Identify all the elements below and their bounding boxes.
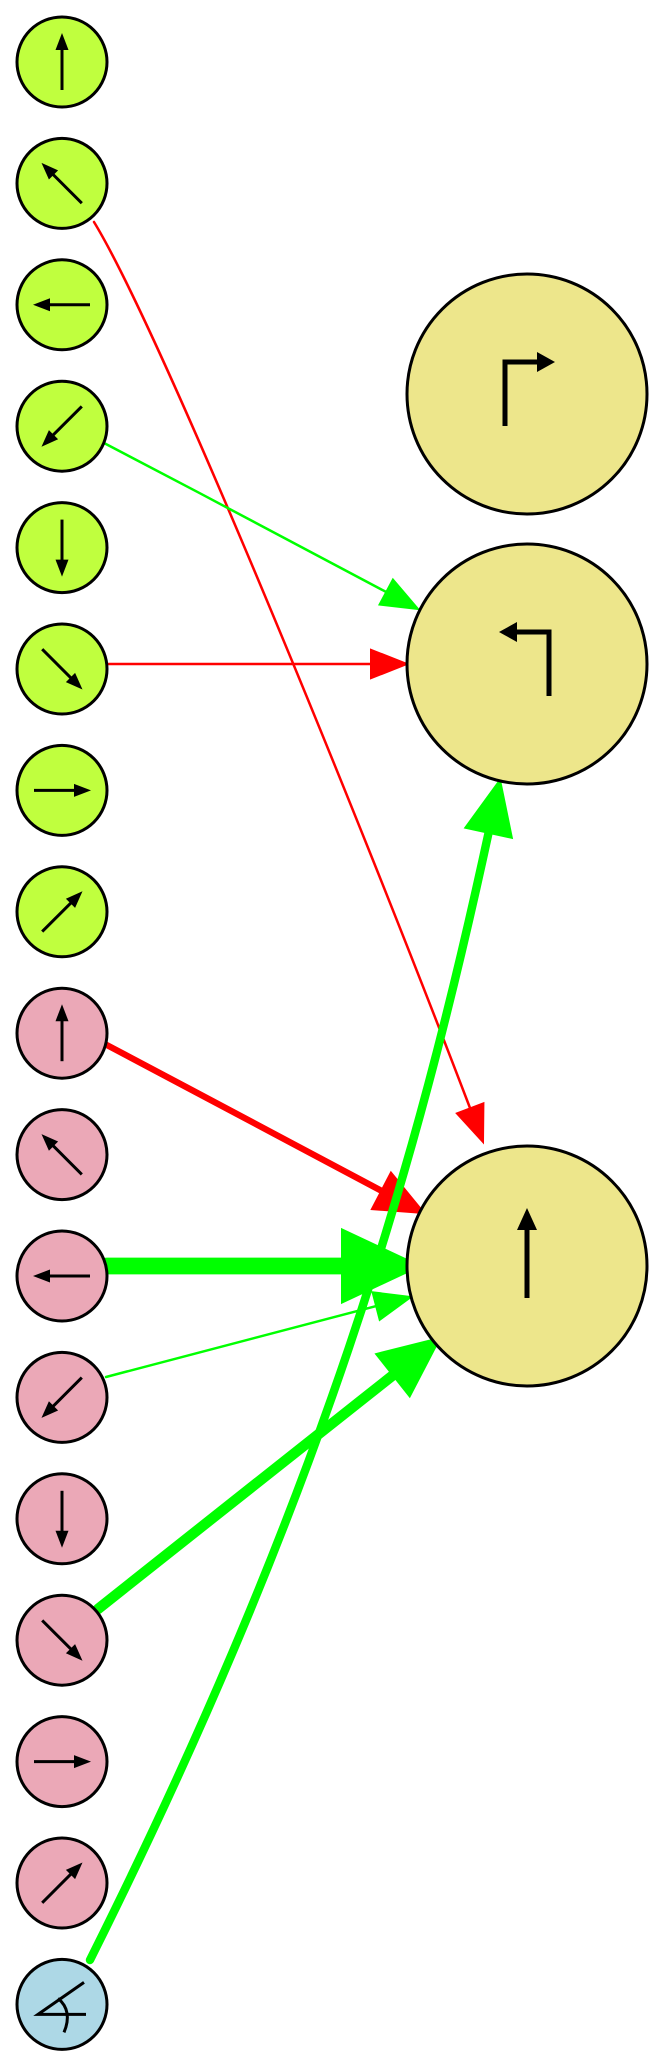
node-p4 (15, 1472, 109, 1566)
arrow-down-icon (55, 519, 69, 577)
arrow-down-left-icon (41, 1376, 83, 1418)
target-node-t_left (405, 542, 649, 786)
edge-p5-to-t_straight (92, 1336, 442, 1615)
edge-g1-to-t_straight (92, 220, 485, 1145)
angle-symbol-icon (33, 1981, 86, 2033)
edge-arrowhead (455, 1101, 485, 1145)
arrow-right-icon (34, 783, 91, 797)
node-g0 (15, 15, 109, 109)
arrow-down-right-icon (41, 1619, 83, 1661)
node-g2 (15, 258, 109, 352)
straight-up-icon (517, 1208, 537, 1298)
node-g3 (15, 379, 109, 473)
node-p6 (15, 1715, 109, 1809)
turn-right-icon (502, 352, 555, 426)
node-b0 (15, 1957, 109, 2051)
edge-p3-to-t_straight (104, 1291, 414, 1379)
target-node-t_right (405, 272, 649, 516)
edge-b0-to-t_left (85, 777, 514, 1965)
arrow-down-icon (55, 1490, 69, 1548)
node-p7 (15, 1836, 109, 1930)
node-g4 (15, 501, 109, 595)
edge-arrowhead (463, 777, 514, 840)
edge-p0-to-t_straight (99, 1039, 427, 1215)
node-p2 (15, 1229, 109, 1323)
nodes-layer (15, 15, 649, 2051)
arrow-up-icon (55, 1004, 69, 1062)
turn-left-icon (499, 622, 552, 696)
arrow-up-right-icon (41, 1862, 83, 1904)
edge-arrowhead (371, 1291, 414, 1322)
node-p3 (15, 1350, 109, 1444)
arrow-down-left-icon (41, 405, 83, 447)
edge-arrowhead (370, 648, 410, 680)
node-g1 (15, 136, 109, 230)
arrow-right-icon (34, 1755, 91, 1769)
edge-arrowhead (374, 1336, 442, 1399)
arrow-left-icon (33, 298, 90, 312)
target-node-t_straight (405, 1144, 649, 1388)
arrow-up-icon (55, 33, 69, 90)
edge-g3-to-t_left (102, 441, 421, 611)
node-p0 (15, 986, 109, 1080)
arrow-down-right-icon (41, 648, 83, 690)
node-p1 (15, 1108, 109, 1202)
node-g6 (15, 743, 109, 837)
edge-g5-to-t_left (105, 648, 410, 680)
arrow-up-left-icon (41, 162, 83, 205)
node-g7 (15, 865, 109, 959)
arrow-up-right-icon (41, 891, 83, 933)
node-g5 (15, 622, 109, 716)
arrow-left-icon (33, 1269, 90, 1283)
edge-arrowhead (377, 577, 421, 611)
arrow-up-left-icon (41, 1134, 83, 1176)
node-p5 (15, 1593, 109, 1687)
edges-layer (85, 220, 514, 1965)
